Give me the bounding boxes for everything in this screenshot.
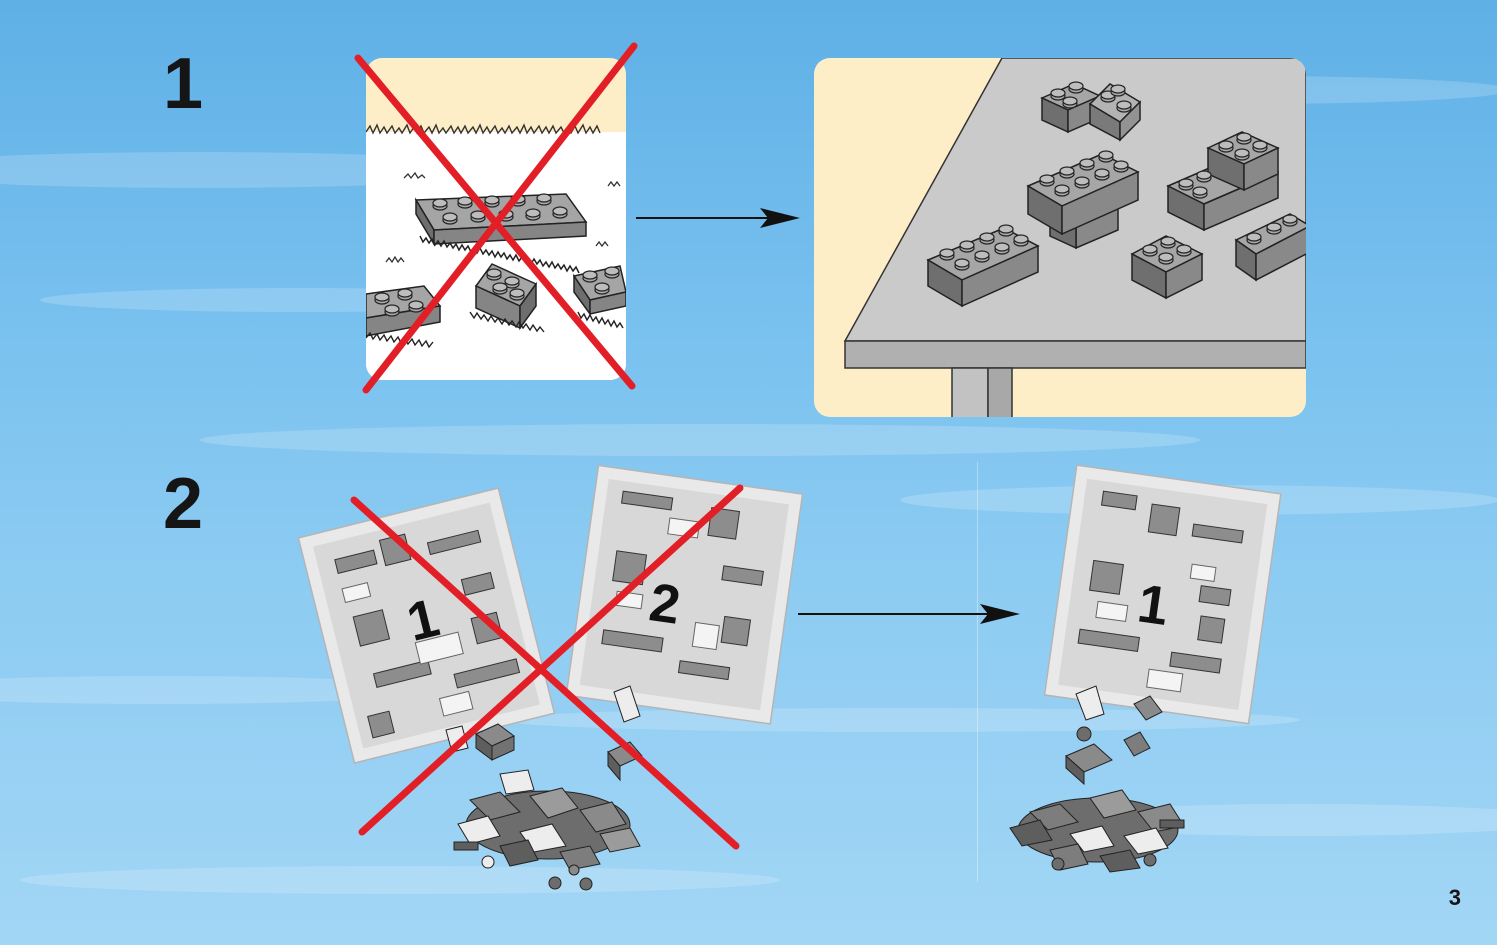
page-number: 3 bbox=[1449, 885, 1461, 911]
bag-1-correct: 1 bbox=[1045, 465, 1281, 723]
bag-1-wrong: 1 bbox=[298, 488, 554, 763]
arrow-right-icon bbox=[798, 604, 1020, 624]
arrow-right-icon bbox=[636, 208, 800, 228]
bag-2-wrong: 2 bbox=[566, 465, 802, 723]
brick-pile-correct bbox=[1010, 686, 1184, 872]
table-panel bbox=[814, 58, 1310, 420]
